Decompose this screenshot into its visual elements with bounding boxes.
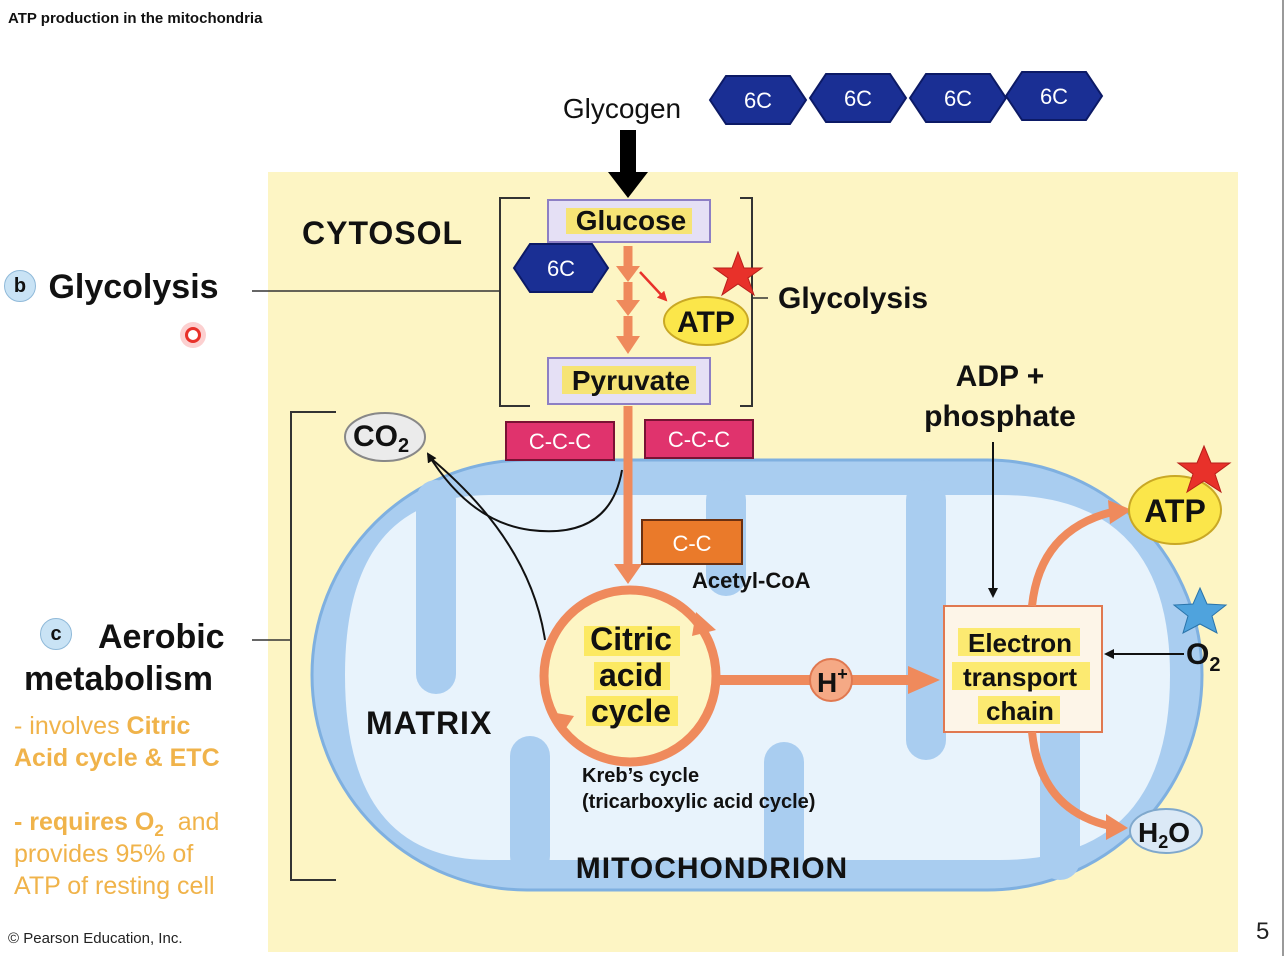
red-star-icon bbox=[1176, 444, 1232, 494]
note-line3-bold: - requires O bbox=[14, 808, 155, 836]
glycolysis-letter-badge: b bbox=[4, 269, 36, 302]
note-line4: provides 95% of bbox=[14, 840, 194, 868]
co2-release-curve-1 bbox=[426, 452, 623, 533]
co2-release-curve-2 bbox=[427, 455, 546, 641]
ccc-left-label: C-C-C bbox=[529, 429, 591, 454]
glycogen-arrow-head bbox=[608, 172, 648, 198]
chain-hexagon-4-label: 6C bbox=[1040, 84, 1068, 109]
atp-yield-arrow bbox=[639, 271, 668, 302]
glycolysis-right-label: Glycolysis bbox=[778, 282, 928, 315]
blue-star-icon bbox=[1172, 586, 1228, 634]
chain-hexagon-3 bbox=[908, 73, 1008, 123]
note-line1-bold: Citric bbox=[126, 712, 191, 740]
o2-label: O2 bbox=[1186, 638, 1220, 676]
h-plus-circle bbox=[809, 658, 853, 702]
citric-label-line3: cycle bbox=[591, 693, 671, 729]
h2o-sub: 2 bbox=[1158, 832, 1168, 852]
atp-big-label: ATP bbox=[1144, 493, 1206, 529]
note-line3-sub: 2 bbox=[154, 821, 164, 840]
etc-label-line2: transport bbox=[963, 662, 1077, 692]
aerobic-label-line2: metabolism bbox=[24, 660, 213, 698]
six-carbon-label: 6C bbox=[547, 256, 575, 281]
glycolysis-arrows bbox=[616, 246, 640, 354]
o2-main: O bbox=[1186, 638, 1209, 671]
etc-label-line1: Electron bbox=[968, 628, 1072, 658]
copyright-footer: © Pearson Education, Inc. bbox=[8, 930, 183, 947]
note-line2: Acid cycle & ETC bbox=[14, 744, 220, 772]
cc-box bbox=[641, 519, 743, 565]
adp-label-line2: phosphate bbox=[924, 400, 1076, 433]
h2o-o: O bbox=[1168, 817, 1190, 848]
slide-title: ATP production in the mitochondria bbox=[8, 10, 263, 27]
chain-hexagon-3-label: 6C bbox=[944, 86, 972, 111]
matrix-label: MATRIX bbox=[366, 705, 492, 741]
aerobic-letter-badge: c bbox=[40, 618, 72, 650]
etc-to-atp-arrow-head bbox=[1108, 500, 1132, 524]
krebs-label-line2: (tricarboxylic acid cycle) bbox=[582, 791, 815, 813]
h-plus-arrow-head bbox=[908, 666, 940, 694]
etc-to-h2o-arrow bbox=[1028, 731, 1111, 830]
ccc-right-label: C-C-C bbox=[668, 427, 730, 452]
cc-label: C-C bbox=[672, 531, 711, 556]
glycolysis-side-label: b Glycolysis bbox=[4, 268, 219, 307]
glycolysis-bracket-left bbox=[499, 197, 530, 407]
citric-label-line2: acid bbox=[599, 657, 663, 693]
pointer-dot-icon bbox=[180, 322, 206, 348]
chain-hexagon-2-label: 6C bbox=[844, 86, 872, 111]
atp-small-label: ATP bbox=[677, 306, 735, 339]
red-star-icon bbox=[712, 250, 764, 297]
etc-label-line3: chain bbox=[986, 696, 1054, 726]
chain-hexagon-4 bbox=[1004, 71, 1104, 121]
glucose-label: Glucose bbox=[576, 205, 686, 236]
glycolysis-bracket-right bbox=[740, 197, 753, 407]
h2o-h: H bbox=[1138, 817, 1158, 848]
etc-to-atp-arrow bbox=[1028, 508, 1113, 607]
adp-label-line1: ADP + bbox=[956, 360, 1045, 393]
note-line3-suffix: and bbox=[177, 808, 220, 836]
co2-sub: 2 bbox=[398, 435, 409, 457]
cytosol-label: CYTOSOL bbox=[302, 215, 463, 251]
h-plus-label: H+ bbox=[817, 664, 848, 698]
atp-big-oval bbox=[1128, 475, 1222, 545]
etc-to-h2o-arrow-head bbox=[1106, 814, 1128, 840]
h-plus-main: H bbox=[817, 667, 837, 698]
note-line1-prefix: - involves bbox=[14, 712, 127, 740]
aerobic-label-line1: Aerobic bbox=[98, 618, 225, 656]
atp-small-oval bbox=[663, 296, 749, 346]
acetyl-coa-label: Acetyl-CoA bbox=[692, 568, 811, 593]
chain-hexagon-1-label: 6C bbox=[744, 88, 772, 113]
six-carbon-hexagon bbox=[512, 243, 610, 293]
note-line1: - involves Citric bbox=[14, 712, 190, 741]
ccc-box-right bbox=[644, 419, 754, 459]
co2-oval bbox=[344, 412, 426, 462]
o2-sub: 2 bbox=[1209, 654, 1220, 676]
chain-hexagon-1 bbox=[708, 75, 808, 125]
note-line5: ATP of resting cell bbox=[14, 872, 215, 900]
glycogen-label: Glycogen bbox=[563, 93, 681, 124]
chain-hexagon-2 bbox=[808, 73, 908, 123]
krebs-label-line1: Kreb’s cycle bbox=[582, 765, 699, 787]
glycogen-hexagon-chain: 6C 6C 6C 6C bbox=[708, 71, 1104, 125]
ccc-box-left bbox=[505, 421, 615, 461]
pyruvate-to-cycle-arrow-head bbox=[614, 564, 642, 584]
glycolysis-side-text: Glycolysis bbox=[48, 268, 219, 306]
mitochondrion-label: MITOCHONDRION bbox=[576, 852, 848, 885]
page-number: 5 bbox=[1256, 918, 1270, 945]
h2o-label: H2O bbox=[1138, 817, 1190, 852]
co2-label: CO2 bbox=[353, 420, 409, 457]
co2-main: CO bbox=[353, 420, 398, 453]
h-plus-sup: + bbox=[837, 664, 848, 684]
aerobic-letter-badge-wrap: c bbox=[40, 618, 72, 650]
citric-label-line1: Citric bbox=[590, 621, 672, 657]
note-line3: - requires O2 and bbox=[14, 808, 219, 841]
right-edge-divider bbox=[1282, 0, 1284, 956]
pyruvate-label: Pyruvate bbox=[572, 365, 690, 396]
glycogen-arrow-shaft bbox=[620, 130, 636, 176]
aerobic-bracket bbox=[290, 411, 336, 881]
h2o-oval bbox=[1129, 808, 1203, 854]
